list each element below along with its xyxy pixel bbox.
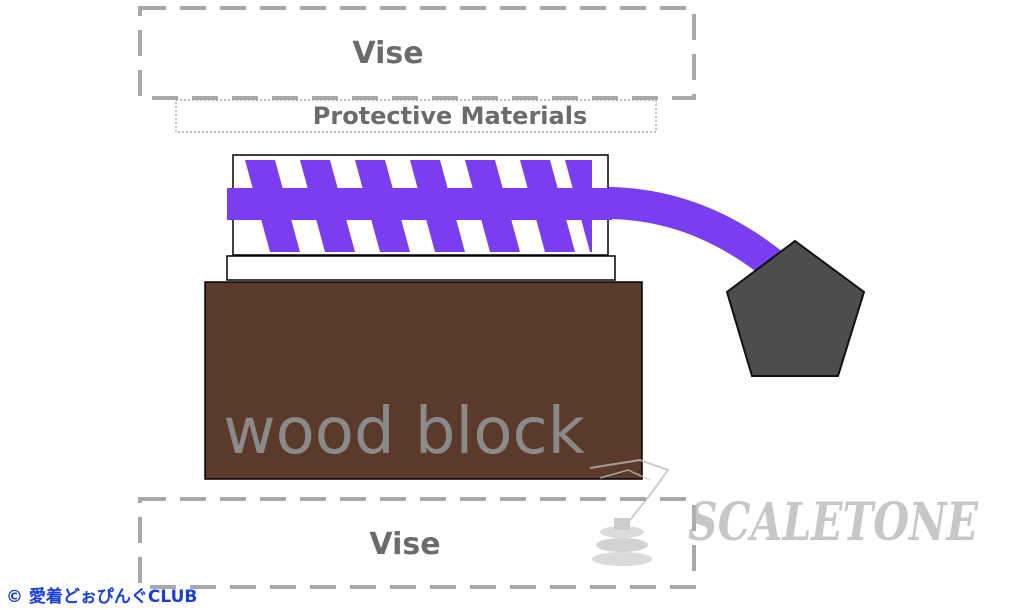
cable-tail (600, 187, 793, 285)
spiral-stripe (355, 160, 410, 252)
vise-bottom-label: Vise (369, 527, 440, 562)
protective-plate (226, 255, 616, 281)
vise-top-label: Vise (352, 36, 423, 71)
spiral-stripe (245, 160, 300, 252)
vise-top: Vise (138, 6, 696, 100)
spiral-stripe (520, 160, 575, 252)
spiral-stripe (410, 160, 465, 252)
vise-top-outline (138, 6, 696, 100)
wood-block-label: wood block (223, 395, 584, 469)
protective-materials: Protective Materials (175, 99, 657, 133)
spiral-stripe (565, 160, 592, 252)
watermark-text: SCALETONE (688, 492, 979, 553)
scaletone-watermark: SCALETONE (589, 458, 979, 566)
protective-materials-outline (175, 99, 657, 133)
copyright-text: © 愛着どぉぴんぐCLUB (6, 587, 198, 607)
connector-plug (725, 239, 866, 377)
protective-materials-label: Protective Materials (313, 102, 587, 130)
spiral-stripe (300, 160, 355, 252)
vise-bottom-outline (138, 497, 696, 589)
wood-block: wood block (204, 281, 643, 480)
spiral-stripe (465, 160, 520, 252)
wood-block-body (204, 281, 643, 480)
watermark-emblem-icon (589, 458, 670, 566)
vise-bottom: Vise (138, 497, 696, 589)
spiral-wrap (245, 160, 592, 252)
